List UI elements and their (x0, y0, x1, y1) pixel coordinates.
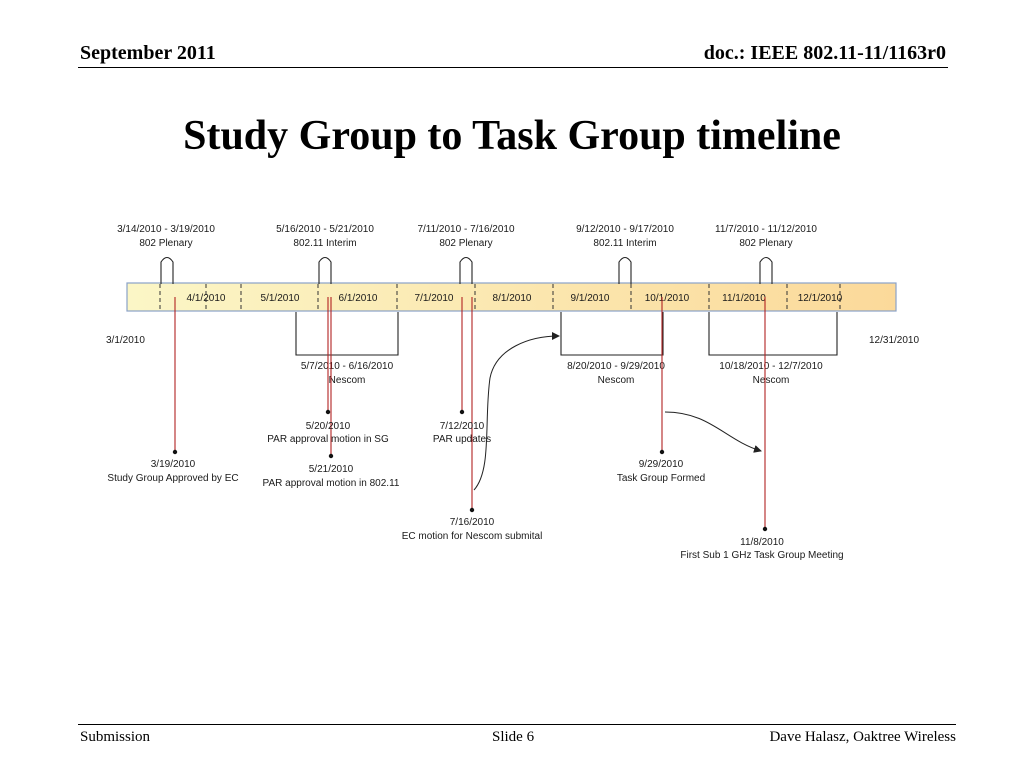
milestone-desc: EC motion for Nescom submital (402, 531, 543, 542)
milestone-date: 7/16/2010 (450, 517, 495, 528)
nescom-dates: 5/7/2010 - 6/16/2010 (301, 361, 394, 372)
milestone-dot (325, 409, 331, 415)
meeting-marker (618, 256, 632, 284)
meeting-name: 802 Plenary (739, 238, 792, 249)
meeting-dates: 9/12/2010 - 9/17/2010 (576, 224, 674, 235)
milestone-dot (659, 449, 665, 455)
meeting-name: 802.11 Interim (593, 238, 656, 249)
month-label: 7/1/2010 (415, 293, 454, 304)
arrow-connector (473, 332, 560, 491)
month-label: 9/1/2010 (571, 293, 610, 304)
footer-rule (78, 724, 956, 725)
milestone-date: 3/19/2010 (151, 459, 196, 470)
footer-submission: Submission (80, 729, 151, 745)
month-label: 8/1/2010 (493, 293, 532, 304)
header-doc-id: doc.: IEEE 802.11-11/1163r0 (703, 42, 946, 64)
milestone-dot (172, 449, 178, 455)
timeline-end-label: 12/31/2010 (869, 335, 919, 346)
meeting-dates: 7/11/2010 - 7/16/2010 (417, 224, 515, 235)
meeting-name: 802.11 Interim (293, 238, 356, 249)
nescom-dates: 8/20/2010 - 9/29/2010 (567, 361, 665, 372)
meeting-marker (459, 256, 473, 284)
milestone-dot (328, 453, 334, 459)
milestone-dot (762, 526, 768, 532)
milestone-desc: First Sub 1 GHz Task Group Meeting (680, 550, 843, 561)
arrow-connector (664, 411, 762, 453)
header-rule (78, 67, 948, 68)
timeline-start-label: 3/1/2010 (106, 335, 145, 346)
milestone-desc: PAR updates (433, 434, 491, 445)
nescom-dates: 10/18/2010 - 12/7/2010 (719, 361, 823, 372)
milestone-date: 5/21/2010 (309, 464, 354, 475)
nescom-bracket (560, 312, 664, 356)
milestone-date: 7/12/2010 (440, 421, 485, 432)
footer-slide-number: Slide 6 (492, 729, 535, 745)
milestone-date: 11/8/2010 (740, 537, 784, 548)
month-label: 6/1/2010 (339, 293, 378, 304)
milestone-desc: Study Group Approved by EC (107, 473, 238, 484)
meeting-marker (759, 256, 773, 284)
milestone-date: 5/20/2010 (306, 421, 351, 432)
timeline-bar (126, 282, 897, 312)
nescom-name: Nescom (753, 375, 790, 386)
slide-title: Study Group to Task Group timeline (183, 113, 841, 159)
milestone-desc: PAR approval motion in 802.11 (263, 478, 400, 489)
month-label: 4/1/2010 (187, 293, 226, 304)
meeting-dates: 3/14/2010 - 3/19/2010 (117, 224, 215, 235)
month-label: 12/1/2010 (798, 293, 843, 304)
milestone-dot (469, 507, 475, 513)
meeting-marker (318, 256, 332, 284)
meeting-dates: 11/7/2010 - 11/12/2010 (715, 224, 817, 235)
nescom-name: Nescom (598, 375, 635, 386)
month-label: 5/1/2010 (261, 293, 300, 304)
meeting-dates: 5/16/2010 - 5/21/2010 (276, 224, 374, 235)
nescom-bracket (708, 312, 838, 356)
header-date: September 2011 (80, 42, 216, 64)
milestone-desc: PAR approval motion in SG (267, 434, 389, 445)
milestone-dot (459, 409, 465, 415)
milestone-date: 9/29/2010 (639, 459, 684, 470)
milestone-desc: Task Group Formed (617, 473, 705, 484)
meeting-name: 802 Plenary (139, 238, 192, 249)
nescom-bracket (295, 312, 399, 356)
footer-author: Dave Halasz, Oaktree Wireless (769, 729, 956, 745)
meeting-name: 802 Plenary (439, 238, 492, 249)
nescom-name: Nescom (329, 375, 366, 386)
month-label: 10/1/2010 (645, 293, 690, 304)
month-label: 11/1/2010 (722, 293, 766, 304)
meeting-marker (160, 256, 174, 284)
